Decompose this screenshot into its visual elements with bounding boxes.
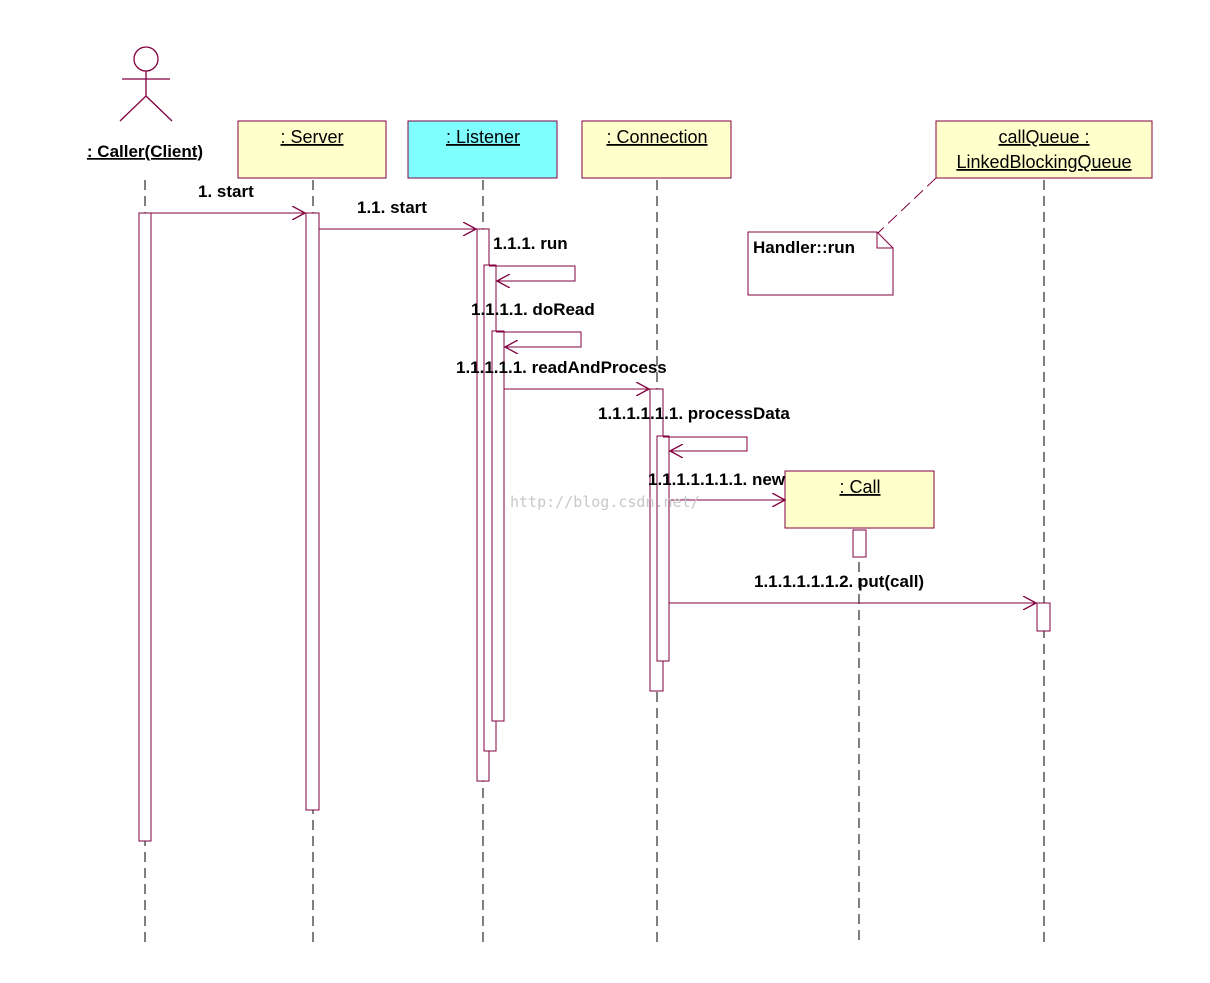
message-label-1-1-1-1-1: 1.1.1.1.1. readAndProcess <box>456 358 667 377</box>
message-label-1-1-1-1-1-1: 1.1.1.1.1.1. processData <box>598 404 790 423</box>
object-listener-label: : Listener <box>446 127 520 147</box>
note-anchor-line <box>877 177 937 234</box>
object-queue-box <box>935 120 1153 179</box>
object-listener-box <box>407 120 558 179</box>
note-text: Handler::run <box>753 238 855 257</box>
activation-listener-doread <box>491 330 505 722</box>
message-label-1-1-1-1-1-1-2: 1.1.1.1.1.1.2. put(call) <box>754 572 924 591</box>
actor-caller-icon <box>119 46 173 122</box>
object-connection-label: : Connection <box>606 127 707 147</box>
activation-call <box>852 529 867 558</box>
message-label-1-1-1: 1.1.1. run <box>493 234 568 253</box>
activation-caller <box>138 212 152 842</box>
watermark: http://blog.csdn.net/ <box>510 493 700 511</box>
message-label-1: 1. start <box>198 182 254 201</box>
message-label-1-1: 1.1. start <box>357 198 427 217</box>
object-queue-label-line1: callQueue : <box>998 127 1089 147</box>
message-label-1-1-1-1: 1.1.1.1. doRead <box>471 300 595 319</box>
note-folded-corner <box>876 232 893 249</box>
actor-caller-label: : Caller(Client) <box>87 142 203 161</box>
message-arrow-1-1-1-1 <box>496 331 582 347</box>
object-call-label: : Call <box>839 477 880 497</box>
note-box <box>747 231 894 296</box>
activation-queue <box>1036 602 1051 632</box>
object-queue-label-line2: LinkedBlockingQueue <box>956 152 1131 172</box>
message-label-1-1-1-1-1-1-1: 1.1.1.1.1.1.1. new <box>648 470 786 489</box>
object-connection-box <box>581 120 732 179</box>
message-arrow-1-1-1-1-1-1 <box>663 436 748 451</box>
message-arrow-1-1-1 <box>489 265 576 281</box>
object-server-label: : Server <box>280 127 343 147</box>
activation-connection-process <box>656 435 670 662</box>
activation-server <box>305 212 320 811</box>
object-server-box <box>237 120 387 179</box>
